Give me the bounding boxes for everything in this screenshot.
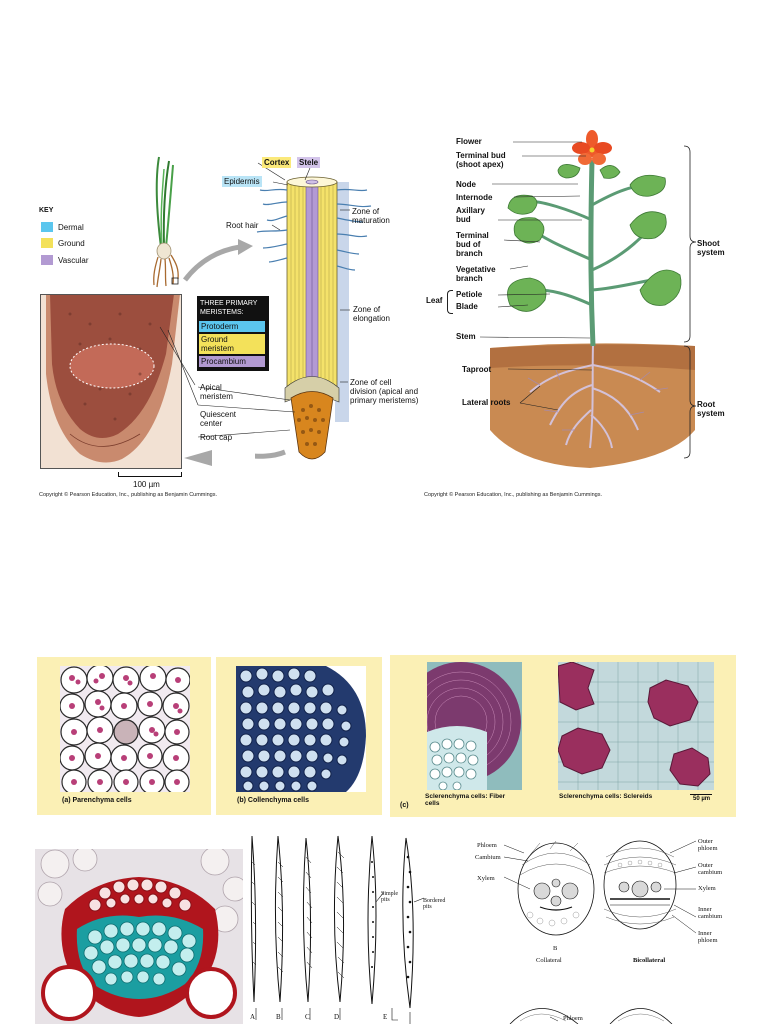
root-leader-lines (159, 162, 350, 438)
key-swatch-vascular (41, 255, 53, 265)
plant-copyright: Copyright © Pearson Education, Inc., pub… (424, 492, 603, 498)
parenchyma-micrograph (60, 666, 190, 792)
label-cortex: Cortex (262, 157, 292, 168)
key-label-dermal: Dermal (58, 223, 84, 232)
label-shoot-system: Shoot system (697, 239, 725, 257)
label-leaf: Leaf (426, 296, 443, 305)
key-label-ground: Ground (58, 239, 85, 248)
collenchyma-micrograph (236, 666, 366, 792)
xylem-letter-e: E (383, 1013, 388, 1021)
caption-parenchyma: (a) Parenchyma cells (62, 797, 132, 804)
fiber-micrograph (427, 662, 522, 790)
caption-collenchyma: (b) Collenchyma cells (237, 797, 309, 804)
label-xylem-right: Xylem (698, 885, 716, 892)
leaf-brace (447, 290, 453, 314)
micrograph-border (40, 294, 182, 469)
label-root-hair: Root hair (226, 221, 259, 230)
label-taproot: Taproot (462, 365, 492, 374)
label-bordered-pits: Bordered pits (423, 898, 446, 910)
label-root-cap: Root cap (200, 433, 233, 442)
root-tip-micrograph (40, 294, 182, 469)
plant-illustration (479, 130, 697, 468)
label-b: B (553, 945, 558, 952)
bundle-illustration (503, 840, 697, 1024)
label-inner-phloem: Inner phloem (698, 930, 718, 944)
sclereid-scale-bar (690, 794, 712, 795)
label-quiescent-center: Quiescent center (200, 410, 237, 428)
meristem-ground: Ground meristem (199, 334, 265, 354)
sclereid-scale-label: 50 µm (693, 796, 711, 802)
meristem-box-title: THREE PRIMARY MERISTEMS: (200, 300, 258, 316)
label-petiole: Petiole (456, 290, 483, 299)
meristem-protoderm: Protoderm (199, 321, 265, 332)
label-simple-pits: Simple pits (381, 891, 399, 903)
caption-panel-c: (c) (400, 802, 409, 809)
return-arrowhead (184, 450, 212, 466)
root-illustration (255, 176, 372, 460)
vascular-bundle-micrograph (35, 849, 243, 1024)
label-epidermis: Epidermis (222, 176, 262, 187)
label-phloem: Phloem (477, 842, 497, 849)
label-node: Node (456, 180, 476, 189)
label-phloem-bottom: Phloem (563, 1015, 583, 1022)
label-flower: Flower (456, 137, 482, 146)
xylem-letter-c: C (305, 1013, 310, 1021)
label-collateral: Collateral (536, 957, 562, 964)
label-bicollateral: Bicollateral (633, 957, 666, 964)
label-outer-phloem: Outer phloem (698, 838, 718, 852)
label-blade: Blade (456, 302, 478, 311)
label-vegetative-branch: Vegetative branch (456, 265, 496, 283)
meristem-box: THREE PRIMARY MERISTEMS: Protoderm Groun… (197, 296, 269, 371)
label-internode: Internode (456, 193, 493, 202)
seedling-illustration (153, 156, 253, 288)
label-stem: Stem (456, 332, 476, 341)
label-stele: Stele (297, 157, 321, 168)
label-axillary-bud: Axillary bud (456, 206, 485, 224)
label-root-system: Root system (697, 400, 725, 418)
label-apical-meristem: Apical meristem (200, 383, 233, 401)
key-swatch-dermal (41, 222, 53, 232)
label-terminal-bud: Terminal bud (shoot apex) (456, 151, 506, 169)
label-inner-cambium: Inner cambium (698, 906, 723, 920)
scale-bar (118, 472, 182, 477)
label-zone-elongation: Zone of elongation (353, 305, 390, 323)
label-cambium: Cambium (475, 854, 501, 861)
xylem-letter-a: A (250, 1013, 256, 1021)
caption-sclereids: Sclerenchyma cells: Sclereids (559, 793, 653, 800)
label-lateral-roots: Lateral roots (462, 398, 511, 407)
xylem-letter-b: B (276, 1013, 281, 1021)
key-swatch-ground (41, 238, 53, 248)
key-label-vascular: Vascular (58, 256, 89, 265)
caption-fiber: Sclerenchyma cells: Fiber cells (425, 793, 506, 807)
label-zone-division: Zone of cell division (apical and primar… (350, 378, 419, 405)
key-title: KEY (39, 207, 54, 214)
label-xylem: Xylem (477, 875, 495, 882)
xylem-cells-illustration (250, 835, 425, 1024)
label-terminal-bud-branch: Terminal bud of branch (456, 231, 489, 258)
meristem-procambium: Procambium (199, 356, 265, 367)
label-outer-cambium: Outer cambium (698, 862, 723, 876)
sclereid-micrograph (558, 662, 714, 790)
scale-label: 100 µm (133, 480, 160, 489)
xylem-letter-d: D (334, 1013, 340, 1021)
root-copyright: Copyright © Pearson Education, Inc., pub… (39, 492, 218, 498)
label-zone-maturation: Zone of maturation (352, 207, 390, 225)
